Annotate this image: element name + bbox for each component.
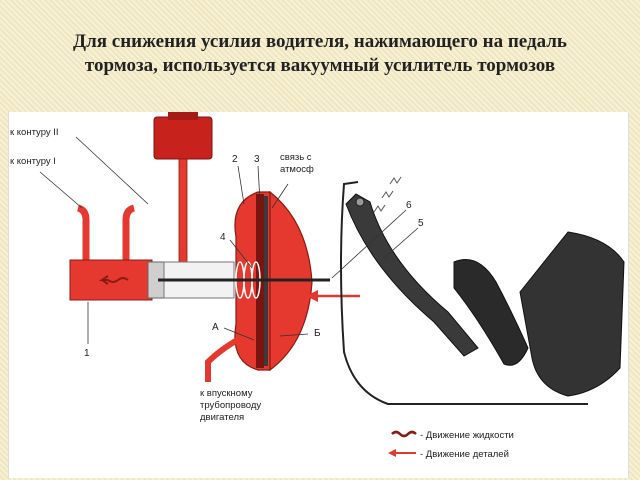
leader-lines	[39, 136, 419, 344]
fluid-reservoir	[153, 116, 213, 160]
label-atmosphere-1: связь с	[280, 152, 312, 163]
label-circuit-1: к контуру I	[10, 156, 56, 167]
driver-foot	[519, 231, 625, 397]
label-atmosphere-2: атмосф	[280, 164, 314, 175]
pedal-pivot	[355, 197, 365, 207]
reservoir-pipe	[178, 158, 188, 263]
label-chamber-b: Б	[314, 328, 321, 339]
label-intake-1: к впускному	[200, 388, 253, 399]
atmosphere-flow-icon	[373, 176, 402, 213]
circuit-pipe-2	[76, 204, 90, 262]
parts-movement-arrowhead	[306, 290, 318, 302]
title-line-2: тормоза, используется вакуумный усилител…	[84, 55, 556, 76]
vacuum-pipe	[205, 331, 250, 382]
brake-booster-diagram: к контуру II к контуру I 1 2 3 4 5 6 свя…	[10, 112, 625, 460]
label-circuit-2: к контуру II	[10, 127, 59, 138]
label-1: 1	[84, 348, 90, 359]
label-4: 4	[220, 232, 226, 243]
fluid-flow-arrow-icon	[98, 275, 129, 285]
circuit-pipe-1	[122, 204, 136, 262]
firewall-outline	[340, 181, 588, 405]
label-intake-3: двигателя	[200, 412, 244, 423]
legend: - Движение жидкости - Движение деталей	[388, 430, 514, 460]
master-cylinder	[69, 259, 153, 301]
legend-fluid-label: - Движение жидкости	[420, 430, 514, 441]
reservoir-cap	[168, 112, 198, 120]
label-6: 6	[406, 200, 412, 211]
label-5: 5	[418, 218, 424, 229]
label-intake-2: трубопроводу	[200, 400, 261, 411]
label-chamber-a: А	[212, 322, 219, 333]
title-line-1: Для снижения усилия водителя, нажимающег…	[73, 31, 567, 52]
label-3: 3	[254, 154, 260, 165]
label-2: 2	[232, 154, 238, 165]
legend-parts-label: - Движение деталей	[420, 449, 509, 460]
slide-title: Для снижения усилия водителя, нажимающег…	[0, 30, 640, 78]
legend-fluid-icon	[391, 430, 417, 438]
pedal-pad	[453, 259, 529, 366]
legend-parts-arrowhead	[388, 449, 396, 457]
